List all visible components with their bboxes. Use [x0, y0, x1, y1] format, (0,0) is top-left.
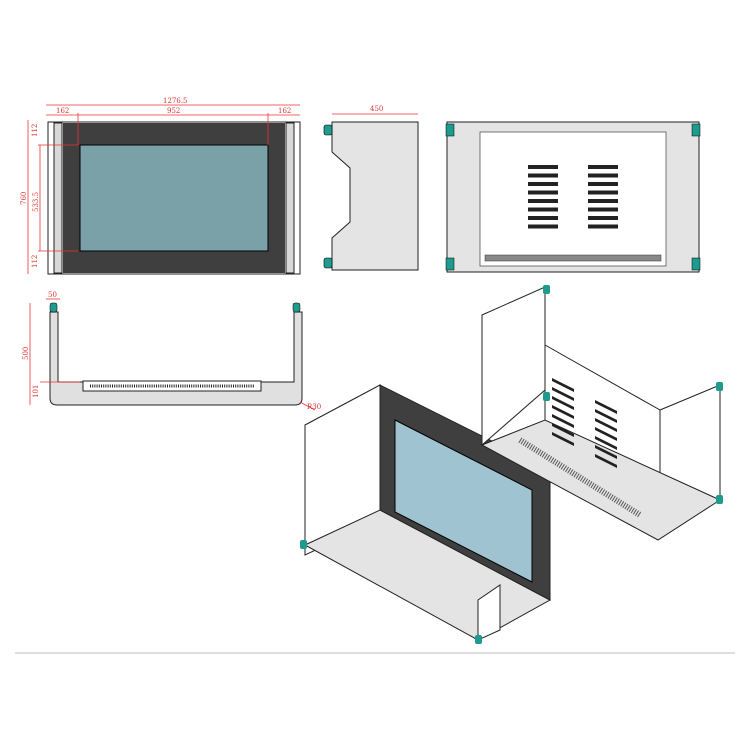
iso-back-view	[480, 285, 723, 541]
vent-slot	[552, 396, 574, 410]
dim-wall: 50	[48, 291, 57, 299]
vent-slot	[528, 207, 558, 212]
foot	[691, 123, 701, 137]
foot	[543, 392, 550, 401]
foot-top	[323, 124, 333, 136]
vent-slot	[588, 199, 618, 203]
foot	[543, 285, 550, 294]
foot	[716, 382, 723, 391]
vent-slot	[588, 224, 618, 229]
dim-overall-height: 760	[20, 192, 28, 205]
vent-slot	[552, 405, 574, 419]
foot	[292, 302, 301, 313]
vent-slot	[595, 409, 617, 423]
iso-vent	[518, 437, 642, 518]
dim-depth: 450	[370, 105, 383, 113]
dim-radius: R30	[307, 403, 321, 411]
dim-overall-width: 1276.5	[163, 97, 188, 105]
iso-vent-slots	[552, 378, 617, 468]
left-side-strip	[53, 122, 63, 274]
vent-slots	[528, 165, 618, 229]
foot	[445, 123, 455, 137]
dim-screen-height: 533.5	[32, 192, 40, 212]
vent-slot	[528, 173, 558, 178]
dim-screen-width: 952	[167, 107, 180, 115]
vent-slot	[595, 454, 617, 468]
back-panel	[479, 131, 667, 267]
vent-slot	[552, 423, 574, 437]
foot	[49, 302, 58, 313]
dim-top-margin: 112	[31, 124, 39, 137]
vent-slot	[552, 432, 574, 446]
back-view	[445, 121, 701, 273]
iso-front-view	[300, 384, 552, 644]
vent-slot	[588, 165, 618, 169]
dim-side-left: 162	[56, 107, 69, 115]
vent-slot	[595, 400, 617, 414]
vent-slot	[588, 207, 618, 212]
vent-slot	[595, 418, 617, 432]
vent-slot	[588, 182, 618, 186]
vent-slot	[552, 387, 574, 401]
vent-slot	[552, 378, 574, 392]
right-side-strip	[285, 122, 295, 274]
foot-bottom	[323, 257, 333, 269]
vent-slot	[588, 173, 618, 178]
vent-slot	[528, 165, 558, 169]
foot	[475, 635, 482, 644]
screen	[79, 144, 269, 252]
vent-slot	[595, 436, 617, 450]
dim-top-depth: 500	[22, 347, 30, 360]
foot	[691, 257, 701, 271]
front-view: 1276.5 162 952 162 112 760 533.5 112	[20, 97, 301, 275]
vent-slot	[595, 445, 617, 459]
top-view: 50 500 101 R30	[22, 291, 321, 411]
vent-slot	[552, 414, 574, 428]
vent-slot	[528, 190, 558, 195]
vent-slot	[528, 216, 558, 220]
foot	[716, 495, 723, 504]
back-vent	[484, 254, 662, 262]
vent-slot	[588, 190, 618, 195]
dim-side-right: 162	[278, 107, 291, 115]
dim-base: 101	[32, 385, 40, 398]
foot	[300, 540, 307, 549]
vent-slot	[528, 224, 558, 229]
dim-bottom-margin: 112	[31, 255, 39, 268]
vent-slot	[595, 427, 617, 441]
side-panel	[331, 121, 419, 271]
vent-slot	[528, 199, 558, 203]
iso-screen	[394, 419, 533, 583]
vent-slot	[528, 182, 558, 186]
foot	[445, 257, 455, 271]
side-view: 450	[323, 105, 419, 271]
vent-slot	[588, 216, 618, 220]
iso-back-side	[481, 286, 546, 447]
